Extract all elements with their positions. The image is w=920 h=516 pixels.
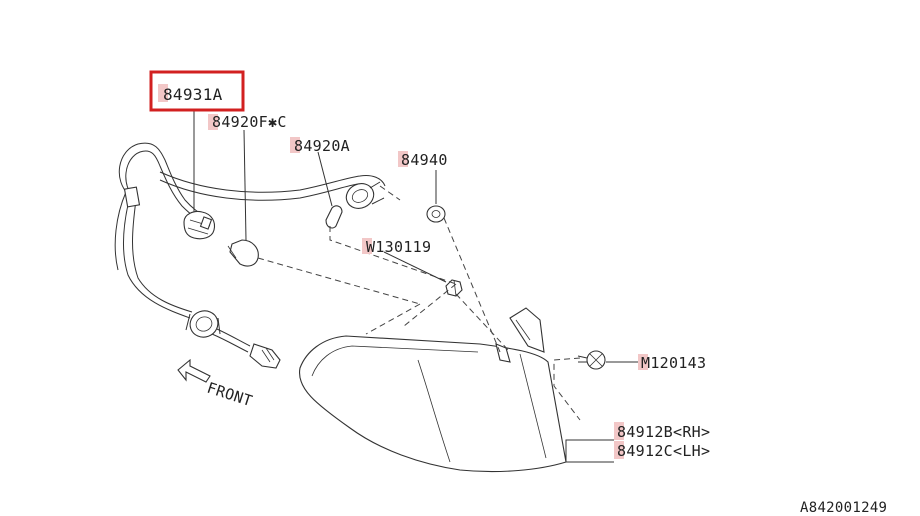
part-label-84920A[interactable]: 84920A	[294, 137, 350, 155]
screw-W130119	[445, 279, 463, 297]
leader-lines	[193, 110, 640, 463]
part-label-84931A[interactable]: 84931A	[163, 85, 223, 104]
bulb-socket-84920A	[345, 181, 385, 209]
washer-84940	[426, 205, 446, 223]
part-label-W130119[interactable]: W130119	[366, 238, 431, 256]
tail-lamp-housing	[298, 307, 567, 473]
part-label-84912C[interactable]: 84912C<LH>	[617, 442, 710, 460]
part-label-84920F[interactable]: 84920F✱C	[212, 113, 287, 131]
label-highlights	[158, 84, 648, 459]
selected-part-box[interactable]	[149, 70, 245, 112]
bulb-socket-84931A	[183, 210, 216, 240]
part-label-84912B[interactable]: 84912B<RH>	[617, 423, 710, 441]
bolt-M120143	[577, 350, 606, 370]
figure-id: A842001249	[800, 500, 887, 516]
harness-connector	[249, 343, 281, 369]
wiring-harness	[114, 142, 386, 353]
grommet	[185, 310, 221, 338]
bulb-84920F	[227, 239, 259, 267]
bulb-84920A	[325, 205, 343, 229]
front-label: FRONT	[205, 379, 255, 411]
part-label-M120143[interactable]: M120143	[641, 354, 706, 372]
part-label-84940[interactable]: 84940	[401, 151, 448, 169]
front-arrow: FRONT	[177, 358, 255, 411]
assembly-dashed-lines	[257, 185, 581, 421]
